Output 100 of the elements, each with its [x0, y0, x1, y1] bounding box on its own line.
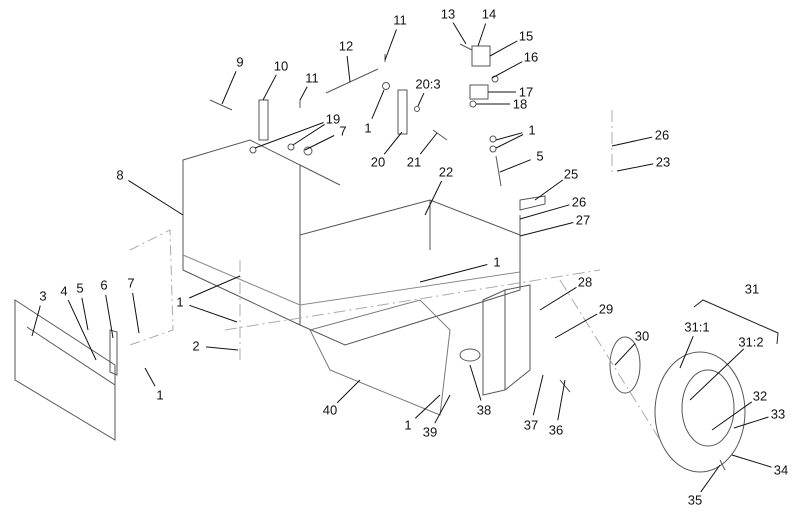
leader-line	[371, 90, 384, 120]
leader-line	[68, 300, 96, 360]
callout-number: 32	[752, 390, 768, 402]
callout-number: 1	[404, 418, 412, 432]
leader-line	[557, 380, 566, 421]
leader-line	[490, 40, 518, 56]
callout-number: 38	[476, 404, 492, 416]
leader-line	[452, 22, 466, 44]
leader-line	[336, 380, 360, 404]
leader-line	[470, 364, 482, 401]
leader-line	[292, 124, 326, 146]
leader-line	[262, 74, 277, 100]
callout-number: 23	[656, 156, 670, 168]
leader-line	[300, 86, 308, 100]
callout-number: 34	[774, 464, 788, 476]
callout-number: 8	[116, 168, 124, 182]
callout-number: 20:3	[415, 78, 441, 90]
leader-line	[680, 336, 694, 368]
callout-number: 31:2	[738, 336, 764, 348]
callout-number: 17	[518, 86, 534, 98]
callout-number: 5	[536, 150, 544, 162]
leader-line	[732, 454, 772, 468]
callout-number: 1	[176, 296, 184, 308]
leader-line	[424, 180, 442, 216]
callout-number: 36	[548, 424, 564, 436]
leader-line	[206, 346, 238, 350]
callout-number: 1	[364, 122, 372, 134]
callout-number: 15	[518, 30, 534, 42]
leader-line	[690, 348, 744, 400]
callout-number: 18	[512, 98, 528, 110]
callout-number: 40	[322, 404, 338, 416]
leader-line	[496, 134, 524, 148]
callout-number: 1	[528, 124, 536, 136]
leader-line	[128, 180, 184, 216]
callout-number: 13	[440, 8, 456, 20]
leader-line	[105, 294, 114, 338]
callout-number: 37	[524, 418, 538, 432]
callout-number: 3	[39, 290, 47, 302]
leader-line	[384, 132, 402, 155]
callout-number: 11	[305, 72, 319, 84]
leader-line	[612, 136, 653, 146]
leader-line	[532, 374, 544, 416]
callout-number: 9	[236, 56, 244, 68]
callout-number: 20	[370, 156, 386, 168]
leader-line	[222, 70, 237, 104]
leader-line	[520, 222, 574, 236]
callout-number: 1	[156, 388, 164, 402]
leader-line	[434, 394, 450, 424]
callout-number: 26	[572, 196, 586, 208]
leader-line	[418, 92, 424, 106]
leader-line	[420, 264, 488, 282]
leader-line	[304, 135, 335, 150]
callout-number: 14	[482, 8, 496, 20]
callout-number: 19	[326, 112, 340, 126]
callout-number: 12	[338, 40, 354, 52]
callout-number: 7	[127, 276, 135, 290]
leader-line	[540, 286, 577, 310]
callout-number: 2	[192, 340, 200, 352]
leader-line	[534, 179, 564, 200]
callout-number: 21	[406, 156, 422, 168]
callout-number: 28	[578, 276, 592, 288]
callout-number: 1	[493, 256, 501, 268]
leader-line	[188, 304, 238, 322]
leader-line	[500, 159, 532, 172]
callout-number: 39	[422, 426, 438, 438]
leader-line	[496, 132, 523, 140]
callout-number: 27	[576, 214, 590, 226]
leader-line	[384, 28, 397, 60]
leader-line	[188, 276, 240, 298]
callout-number: 5	[76, 282, 84, 294]
leader-line	[492, 61, 523, 78]
leader-line	[712, 401, 752, 430]
callout-number: 35	[688, 494, 702, 506]
callout-number: 4	[60, 284, 68, 298]
leader-line	[132, 292, 140, 334]
callout-number: 33	[770, 408, 786, 420]
callout-number: 7	[339, 124, 347, 138]
leader-line	[520, 204, 570, 220]
leader-line	[144, 368, 156, 387]
callout-number: 6	[100, 278, 108, 292]
callout-number: 30	[634, 330, 650, 342]
callout-number: 10	[274, 60, 288, 72]
callout-number: 11	[393, 14, 407, 26]
leader-line	[478, 23, 486, 46]
callout-number: 29	[598, 302, 614, 316]
leader-line	[616, 163, 654, 172]
leader-line	[346, 55, 350, 82]
callout-number: 31	[744, 282, 760, 296]
callout-number: 31:1	[684, 320, 710, 334]
callout-number: 26	[654, 128, 670, 142]
leader-line	[734, 416, 769, 428]
callout-number: 22	[438, 166, 454, 178]
leader-line	[554, 313, 598, 338]
callout-number: 16	[524, 50, 538, 64]
leader-line	[254, 122, 324, 148]
leader-line	[32, 305, 41, 336]
leader-line	[700, 464, 720, 492]
leader-line	[420, 132, 438, 155]
leader-line	[81, 297, 88, 330]
callout-number: 25	[564, 168, 578, 180]
